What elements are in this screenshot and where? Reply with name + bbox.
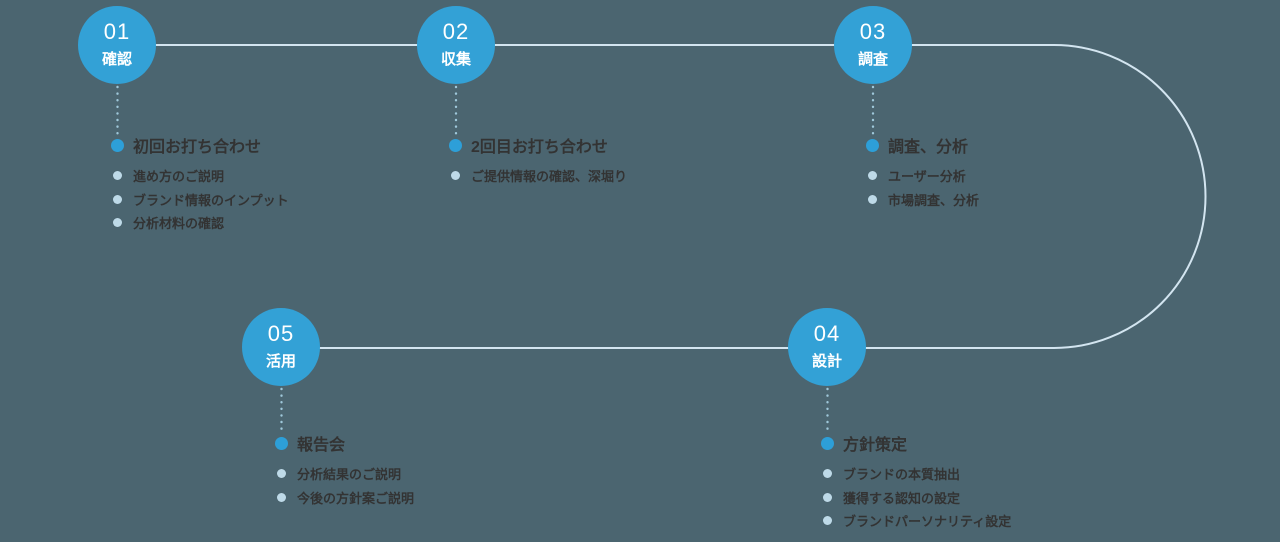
step-heading-row: 初回お打ち合わせ bbox=[111, 135, 289, 156]
process-loop-line bbox=[118, 44, 1207, 349]
step-detail-2: 2回目お打ち合わせ ご提供情報の確認、深堀り bbox=[449, 135, 627, 188]
step-detail-1: 初回お打ち合わせ 進め方のご説明 ブランド情報のインプット 分析材料の確認 bbox=[111, 135, 289, 235]
bullet-icon bbox=[113, 194, 122, 204]
item-label: 進め方のご説明 bbox=[133, 169, 225, 185]
list-item: ユーザー分析 bbox=[866, 164, 979, 188]
step-heading-row: 2回目お打ち合わせ bbox=[449, 135, 627, 156]
step-items: ブランドの本質抽出 獲得する認知の設定 ブランドパーソナリティ設定 bbox=[821, 462, 1011, 533]
list-item: 分析結果のご説明 bbox=[275, 462, 414, 486]
bullet-icon bbox=[451, 171, 460, 181]
bullet-icon bbox=[113, 171, 122, 181]
step-number: 02 bbox=[442, 19, 470, 44]
step-heading: 初回お打ち合わせ bbox=[133, 139, 262, 156]
bullet-icon bbox=[111, 138, 124, 152]
step-number: 01 bbox=[103, 19, 131, 44]
item-label: ご提供情報の確認、深堀り bbox=[471, 169, 628, 185]
step-circle-label: 活用 bbox=[265, 353, 296, 370]
step-heading-row: 報告会 bbox=[275, 433, 414, 454]
item-label: 獲得する認知の設定 bbox=[843, 490, 961, 506]
bullet-icon bbox=[868, 194, 877, 204]
item-label: 分析結果のご説明 bbox=[297, 467, 402, 483]
step-number: 05 bbox=[267, 321, 295, 346]
list-item: 市場調査、分析 bbox=[866, 188, 979, 212]
step-circle-2: 02 収集 bbox=[417, 6, 495, 84]
list-item: 分析材料の確認 bbox=[111, 211, 289, 235]
bullet-icon bbox=[868, 171, 877, 181]
step-circle-label: 設計 bbox=[811, 353, 842, 370]
item-label: ユーザー分析 bbox=[888, 169, 966, 185]
list-item: 獲得する認知の設定 bbox=[821, 486, 1011, 510]
item-label: ブランドパーソナリティ設定 bbox=[843, 514, 1012, 530]
step-heading-row: 調査、分析 bbox=[866, 135, 979, 156]
step-number: 03 bbox=[859, 19, 887, 44]
list-item: ブランドパーソナリティ設定 bbox=[821, 509, 1011, 533]
step-circle-4: 04 設計 bbox=[788, 308, 866, 386]
list-item: ご提供情報の確認、深堀り bbox=[449, 164, 627, 188]
step-circle-label: 調査 bbox=[857, 51, 888, 68]
bullet-icon bbox=[823, 469, 832, 479]
bullet-icon bbox=[449, 138, 462, 152]
list-item: ブランドの本質抽出 bbox=[821, 462, 1011, 486]
item-label: 分析材料の確認 bbox=[133, 216, 225, 232]
step-items: 進め方のご説明 ブランド情報のインプット 分析材料の確認 bbox=[111, 164, 289, 235]
step-number: 04 bbox=[813, 321, 841, 346]
step-heading-row: 方針策定 bbox=[821, 433, 1011, 454]
step-heading: 調査、分析 bbox=[888, 139, 969, 156]
bullet-icon bbox=[821, 436, 834, 450]
step-heading: 方針策定 bbox=[843, 437, 908, 454]
step-items: 分析結果のご説明 今後の方針案ご説明 bbox=[275, 462, 414, 509]
bullet-icon bbox=[113, 218, 122, 228]
step-circle-label: 収集 bbox=[440, 51, 471, 68]
item-label: 市場調査、分析 bbox=[888, 192, 980, 208]
step-items: ご提供情報の確認、深堀り bbox=[449, 164, 627, 188]
bullet-icon bbox=[823, 516, 832, 526]
step-heading: 2回目お打ち合わせ bbox=[471, 139, 608, 156]
bullet-icon bbox=[275, 436, 288, 450]
item-label: ブランド情報のインプット bbox=[133, 192, 289, 208]
step-circle-3: 03 調査 bbox=[834, 6, 912, 84]
item-label: 今後の方針案ご説明 bbox=[297, 490, 415, 506]
bullet-icon bbox=[866, 138, 879, 152]
bullet-icon bbox=[823, 492, 832, 502]
step-detail-4: 方針策定 ブランドの本質抽出 獲得する認知の設定 ブランドパーソナリティ設定 bbox=[821, 433, 1011, 533]
list-item: ブランド情報のインプット bbox=[111, 188, 289, 212]
step-heading: 報告会 bbox=[297, 437, 346, 454]
bullet-icon bbox=[277, 469, 286, 479]
list-item: 進め方のご説明 bbox=[111, 164, 289, 188]
step-detail-5: 報告会 分析結果のご説明 今後の方針案ご説明 bbox=[275, 433, 414, 509]
step-detail-3: 調査、分析 ユーザー分析 市場調査、分析 bbox=[866, 135, 979, 211]
step-circle-label: 確認 bbox=[101, 51, 132, 68]
list-item: 今後の方針案ご説明 bbox=[275, 486, 414, 510]
bullet-icon bbox=[277, 492, 286, 502]
item-label: ブランドの本質抽出 bbox=[843, 467, 961, 483]
step-circle-5: 05 活用 bbox=[242, 308, 320, 386]
step-items: ユーザー分析 市場調査、分析 bbox=[866, 164, 979, 211]
step-circle-1: 01 確認 bbox=[78, 6, 156, 84]
